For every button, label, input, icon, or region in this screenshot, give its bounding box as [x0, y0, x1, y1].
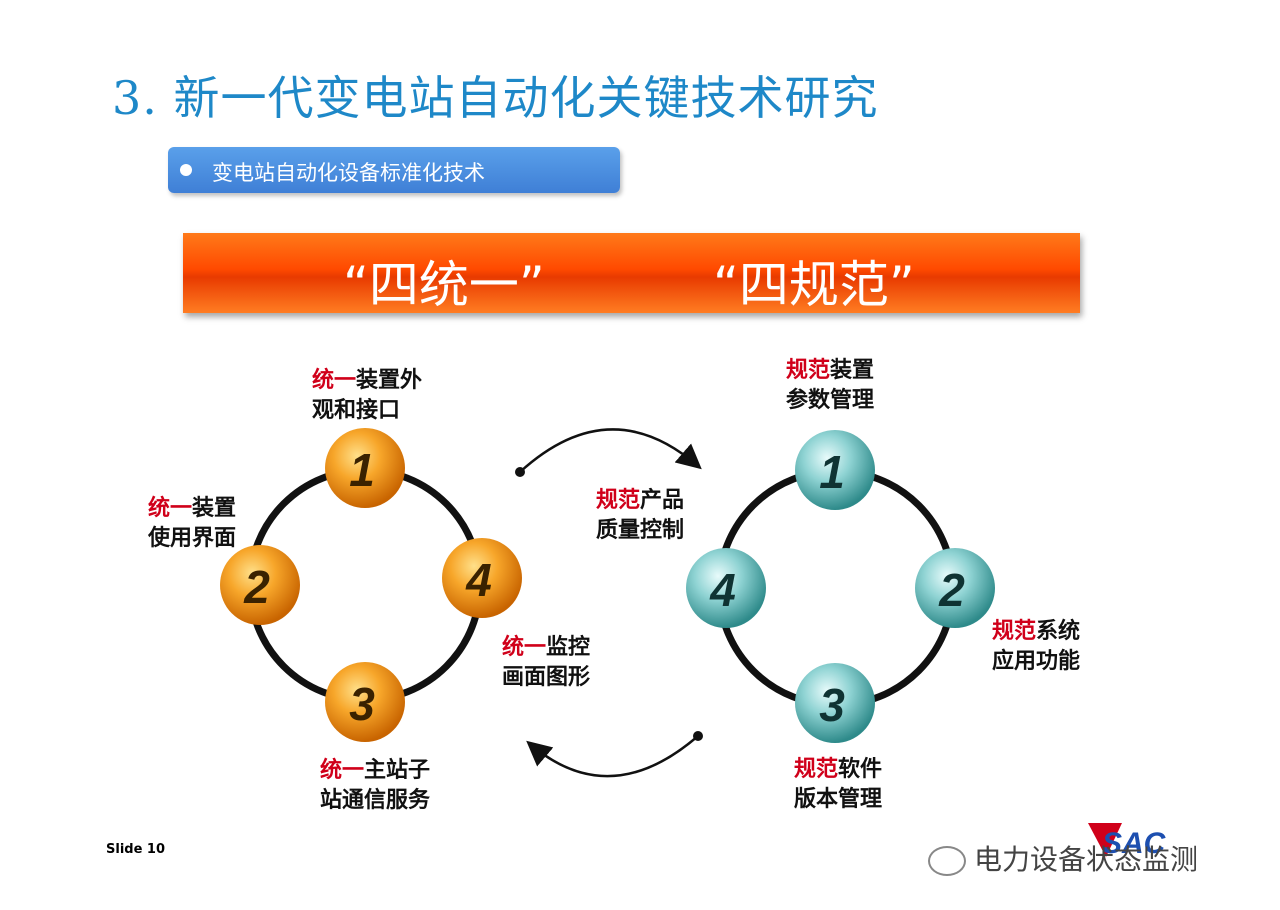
right-node-4: 4	[686, 548, 766, 628]
banner-right-text: “四规范”	[713, 256, 915, 314]
right-node-3: 3	[795, 663, 875, 743]
right-label-1: 规范装置 参数管理	[786, 358, 875, 413]
bullet-text: 变电站自动化设备标准化技术	[212, 161, 485, 185]
svg-text:2: 2	[243, 561, 270, 613]
left-label-3: 统一主站子 站通信服务	[320, 758, 431, 813]
bullet-dot-icon	[180, 164, 192, 176]
right-label-2: 规范系统 应用功能	[992, 619, 1081, 674]
svg-text:4: 4	[465, 554, 492, 606]
left-label-1: 统一装置外 观和接口	[312, 368, 423, 423]
svg-text:4: 4	[709, 564, 736, 616]
right-label-4: 规范产品 质量控制	[596, 488, 685, 543]
slide-number: Slide 10	[106, 842, 166, 857]
right-node-1: 1	[795, 430, 875, 510]
left-label-2: 统一装置 使用界面	[148, 496, 237, 551]
svg-text:SAC: SAC	[1102, 827, 1167, 860]
left-node-1: 1	[325, 428, 405, 508]
left-node-3: 3	[325, 662, 405, 742]
banner-left-text: “四统一”	[343, 256, 545, 314]
left-label-4: 统一监控 画面图形	[502, 635, 591, 690]
left-node-2: 2	[220, 545, 300, 625]
banner: “四统一” “四规范”	[183, 233, 1080, 314]
bullet-bar: 变电站自动化设备标准化技术	[168, 147, 620, 193]
top-curved-arrow	[519, 428, 702, 473]
svg-text:2: 2	[938, 564, 965, 616]
svg-text:1: 1	[349, 444, 375, 496]
wechat-icon	[928, 846, 966, 876]
svg-text:3: 3	[349, 678, 375, 730]
right-label-3: 规范软件 版本管理	[794, 757, 883, 812]
svg-text:1: 1	[819, 446, 845, 498]
bottom-arrow-dot	[693, 731, 703, 741]
sac-logo: SAC	[1088, 823, 1167, 860]
top-arrow-dot	[515, 467, 525, 477]
bottom-curved-arrow	[526, 735, 699, 778]
page-title: 3. 新一代变电站自动化关键技术研究	[112, 71, 879, 125]
right-node-2: 2	[915, 548, 995, 628]
watermark: 电力设备状态监测	[928, 838, 1198, 878]
left-node-4: 4	[442, 538, 522, 618]
svg-text:3: 3	[819, 679, 845, 731]
